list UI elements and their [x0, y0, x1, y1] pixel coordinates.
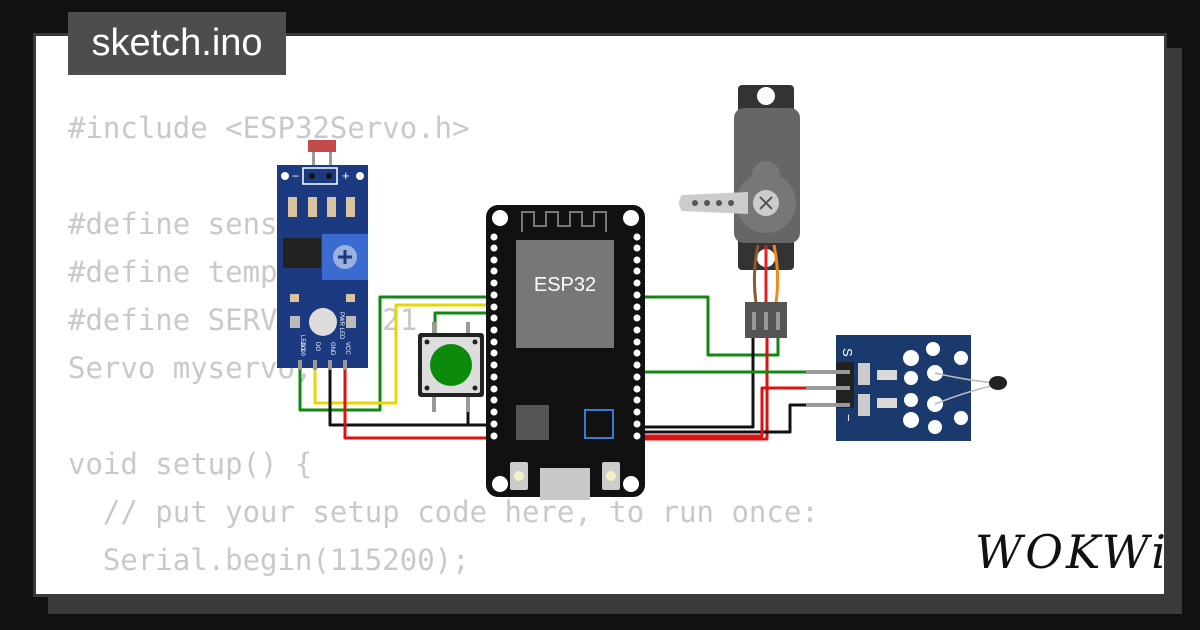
temp-minus-label: −	[841, 414, 856, 422]
esp32-module	[516, 240, 614, 348]
esp32-board[interactable]: ESP32	[486, 205, 645, 500]
code-line: Serial.begin(115200);	[68, 543, 470, 577]
wokwi-logo[interactable]: WOKWi	[975, 525, 1169, 579]
esp32-right-header[interactable]	[633, 233, 641, 440]
temperature-sensor-module[interactable]: S −	[806, 335, 1007, 441]
esp32-label: ESP32	[534, 274, 596, 296]
ldr-pin-vcc-label: VCC	[344, 342, 350, 355]
push-button-cap[interactable]	[430, 344, 472, 386]
ldr-minus-label: −	[292, 169, 299, 183]
ldr-pwr-led-label: PWR LED	[338, 312, 344, 340]
code-line: void setup() {	[68, 447, 313, 481]
code-preview: #include <ESP32Servo.h>#define sensor 35…	[68, 104, 819, 594]
usb-port	[540, 468, 590, 500]
esp32-left-header[interactable]	[490, 233, 498, 440]
ldr-led-d0-label: LED D0	[299, 335, 305, 357]
code-line: pinMode(12, OUTPUT);	[68, 584, 819, 594]
ldr-plus-label: +	[342, 168, 350, 183]
push-button[interactable]	[418, 322, 484, 412]
ldr-pin-ao-label: AO	[299, 342, 305, 351]
comparator-chip	[283, 238, 321, 268]
thermistor	[989, 376, 1007, 390]
photoresistor	[308, 140, 336, 152]
code-line: // put your setup code here, to run once…	[68, 495, 819, 529]
ldr-sensor-module[interactable]: − + LED D0 PWR LED AO DO GND VCC	[277, 140, 368, 370]
ldr-pin-do-label: DO	[314, 342, 320, 351]
code-line: #include <ESP32Servo.h>	[68, 111, 470, 145]
servo-motor[interactable]	[679, 85, 800, 338]
ldr-pin-gnd-label: GND	[329, 342, 335, 356]
filename-tab[interactable]: sketch.ino	[68, 12, 286, 75]
servo-horn[interactable]	[679, 192, 748, 214]
temp-signal-label: S	[840, 348, 855, 357]
